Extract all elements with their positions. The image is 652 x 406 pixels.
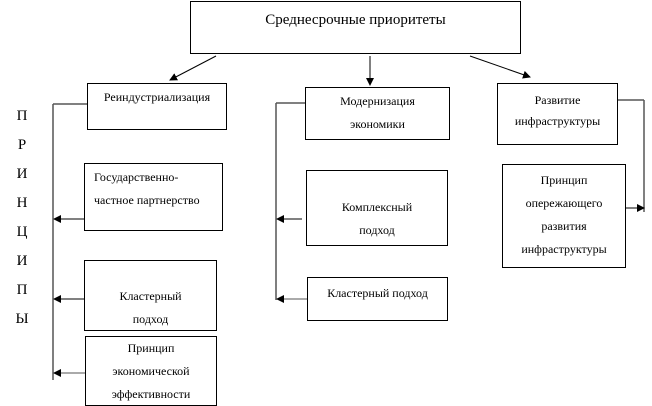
infrastructure-label: инфраструктуры — [514, 114, 601, 128]
side-letter: П — [16, 282, 28, 298]
side-letter: Н — [16, 195, 28, 211]
reindustrialization-label: Реиндустриализация — [103, 90, 211, 104]
cluster-approach-box-middle: Кластерный подход — [307, 277, 448, 321]
reindustrialization-box: Реиндустриализация — [87, 83, 227, 130]
principle-line: Принцип — [127, 341, 175, 355]
modernization-label: экономики — [350, 117, 405, 131]
side-letter: Ы — [15, 311, 29, 327]
arrow-to-infrastructure — [469, 55, 531, 79]
principle-line: опережающего — [525, 196, 603, 210]
arrow-to-reindustrialization — [169, 55, 217, 81]
principle-line: подход — [132, 312, 169, 326]
side-letter: П — [16, 108, 28, 124]
side-letter: Ц — [16, 224, 28, 240]
side-letter: И — [16, 166, 28, 182]
principle-line: Комплексный — [341, 200, 413, 214]
principles-vertical-label: П Р И Н Ц И П Ы — [12, 102, 32, 334]
infrastructure-label: Развитие — [534, 93, 581, 107]
diagram-title: Среднесрочные приоритеты — [265, 12, 446, 28]
economic-efficiency-box: Принцип экономической эффективности — [85, 336, 217, 406]
modernization-label: Модернизация — [340, 94, 415, 108]
principle-line: эффективности — [111, 387, 191, 401]
infrastructure-development-box: Развитие инфраструктуры — [497, 83, 618, 145]
principle-line: Кластерный подход — [327, 286, 428, 300]
principle-line: частное партнерство — [94, 193, 200, 207]
mid-term-priorities-box: Среднесрочные приоритеты — [190, 1, 521, 54]
principle-line: Принцип — [540, 173, 588, 187]
principle-line: Государственно- — [94, 170, 179, 184]
principle-line: экономической — [112, 364, 190, 378]
cluster-approach-box-left: Кластерный подход — [84, 260, 217, 331]
public-private-partnership-box: Государственно- частное партнерство — [84, 163, 223, 231]
advanced-infrastructure-box: Принцип опережающего развития инфраструк… — [502, 164, 626, 268]
complex-approach-box: Комплексный подход — [306, 170, 448, 246]
principle-line: развития — [541, 219, 587, 233]
principle-line: подход — [359, 223, 395, 237]
principle-line: инфраструктуры — [521, 242, 607, 256]
modernization-box: Модернизация экономики — [305, 87, 450, 140]
principle-line: Кластерный — [119, 289, 182, 303]
side-letter: Р — [17, 137, 27, 153]
side-letter: И — [16, 253, 28, 269]
